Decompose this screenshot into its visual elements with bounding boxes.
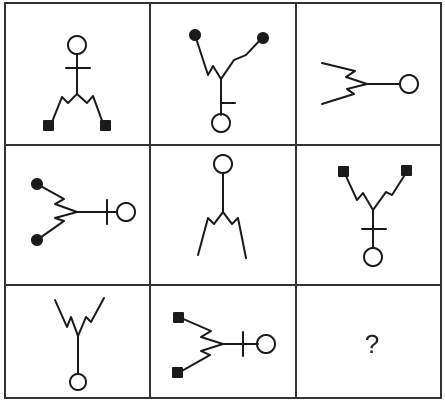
cell-r2c2-figure [198,155,246,258]
head-circle [70,374,86,390]
left-dot [190,30,200,40]
cell-r1c2-figure [190,30,268,132]
head-circle [364,248,382,266]
upper-arm [181,318,223,344]
left-leg [198,212,223,255]
lower-arm [180,344,223,372]
right-arm [373,173,406,210]
question-mark: ? [365,329,379,359]
right-arm [221,38,262,79]
cell-r2c3-figure [339,166,411,266]
head-circle [117,203,135,221]
cell-r1c3-figure [322,63,418,104]
right-leg [77,94,104,126]
cell-r1c1-figure [44,36,110,130]
left-arm [55,300,78,336]
lower-arm [322,84,367,104]
left-leg [50,94,77,127]
head-circle [257,335,275,353]
head-circle [212,114,230,132]
right-dot [258,33,268,43]
right-arm [78,298,104,336]
cell-r2c1-figure [32,179,135,245]
lower-arm [37,212,77,240]
cell-r3c1-figure [55,298,104,390]
head-circle [400,75,418,93]
left-square-foot [44,121,53,130]
cell-r3c2-figure [173,313,275,377]
head-circle [214,155,232,173]
left-arm [195,35,221,79]
upper-arm [37,184,77,212]
right-square-foot [101,121,110,130]
right-leg [223,212,246,258]
left-arm [345,174,373,210]
left-square [339,167,348,176]
head-circle [68,36,86,54]
upper-arm [322,63,367,84]
